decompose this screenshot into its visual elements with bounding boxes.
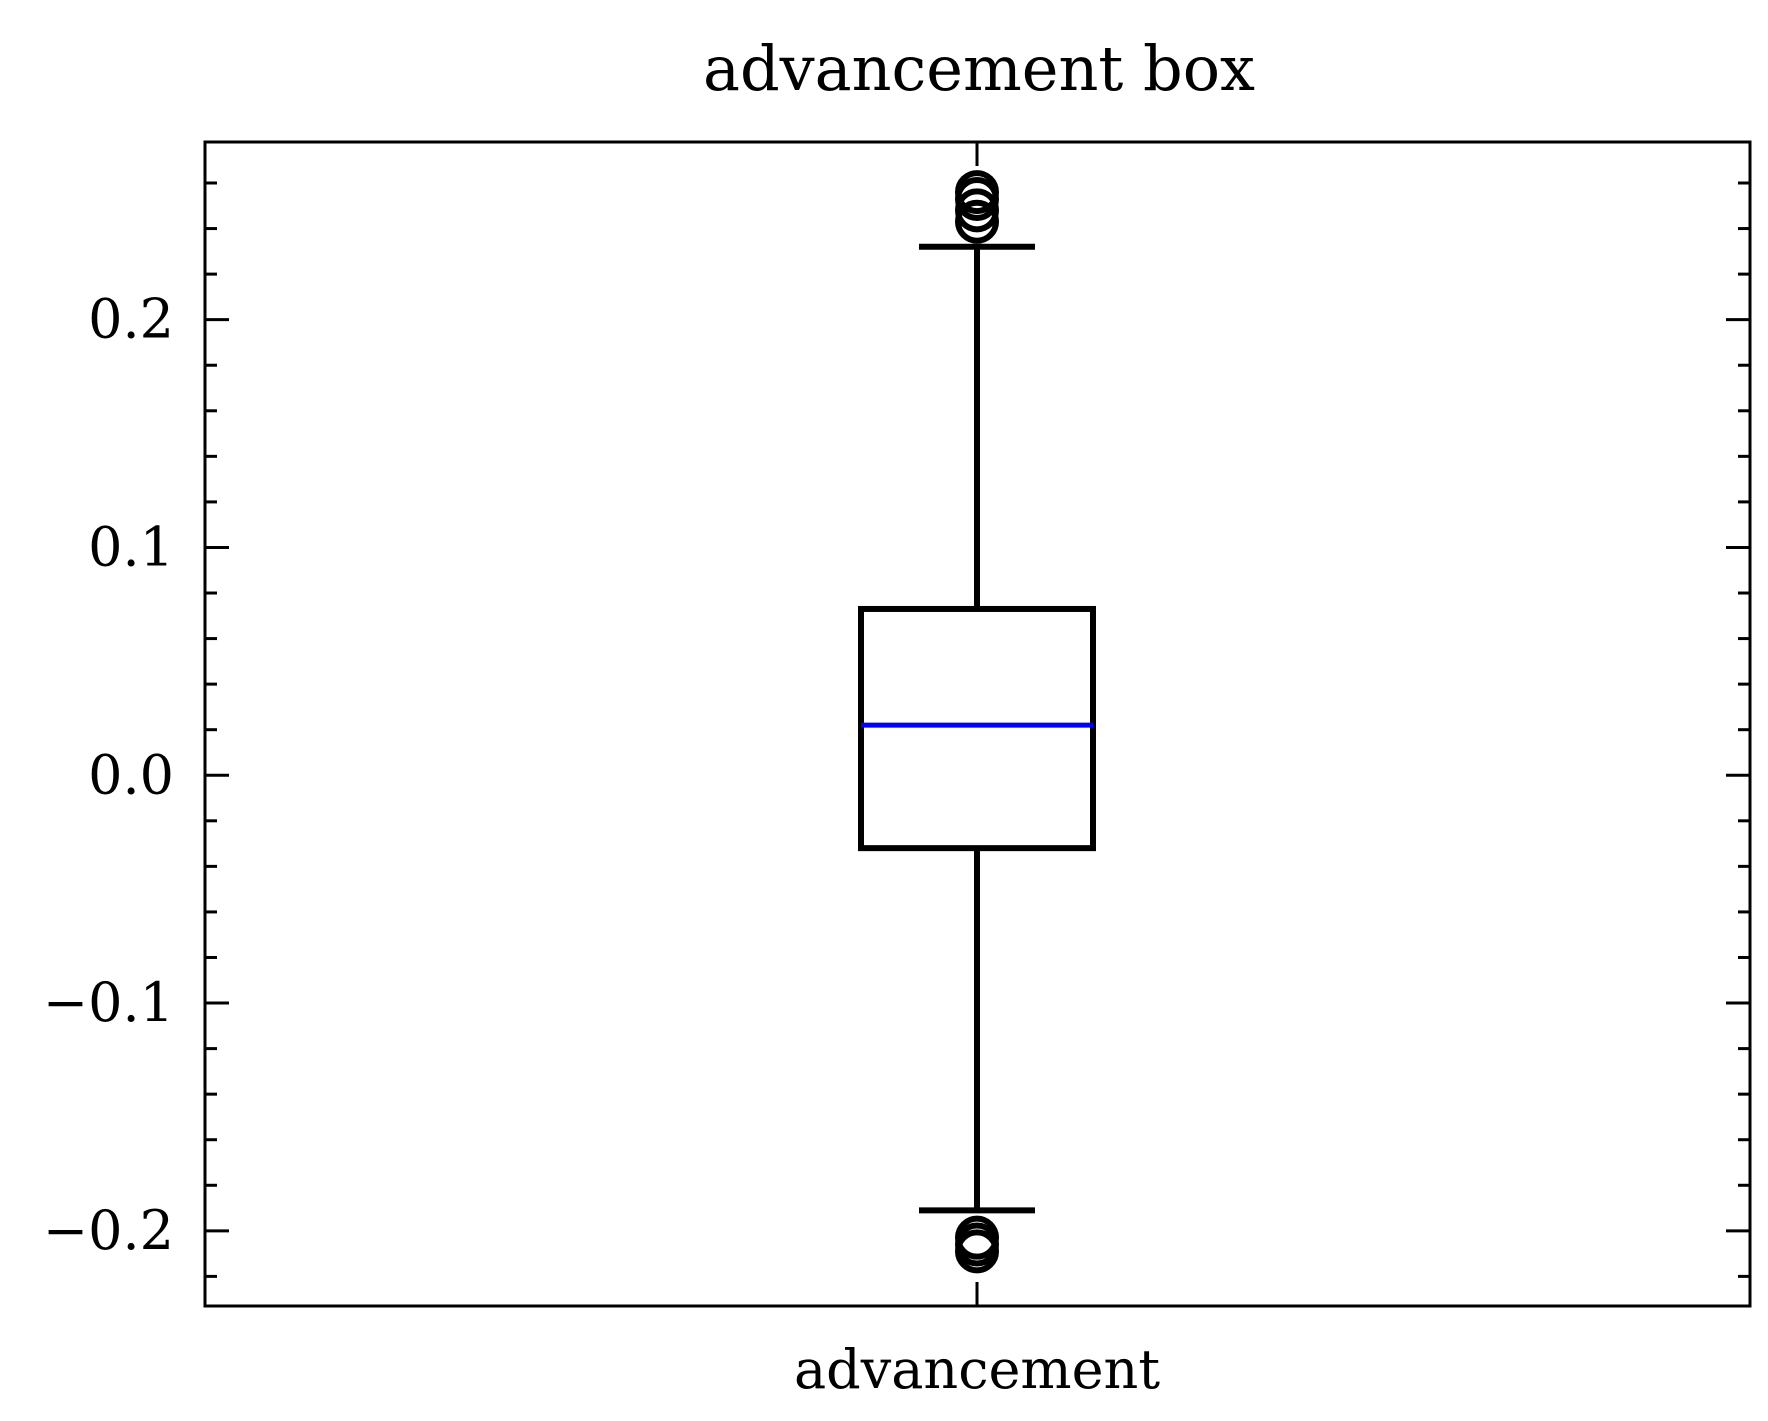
- ticks-layer: −0.2 −0.1 0.0 0.1 0.2: [43, 142, 1750, 1306]
- y-tick-label: 0.1: [88, 515, 174, 578]
- iqr-box: [858, 605, 1096, 852]
- outlier-point: [955, 1229, 999, 1274]
- outlier-point: [955, 188, 999, 233]
- outlier-point: [955, 199, 999, 244]
- outlier-point: [955, 170, 999, 215]
- box-plot: [858, 170, 1096, 1274]
- y-tick-label: 0.0: [88, 743, 174, 806]
- y-tick-label: −0.2: [43, 1199, 174, 1262]
- y-tick-label: 0.2: [88, 288, 174, 351]
- y-tick-label: −0.1: [43, 971, 174, 1034]
- x-tick-label: advancement: [794, 1338, 1160, 1401]
- chart-title: advancement box: [703, 32, 1255, 105]
